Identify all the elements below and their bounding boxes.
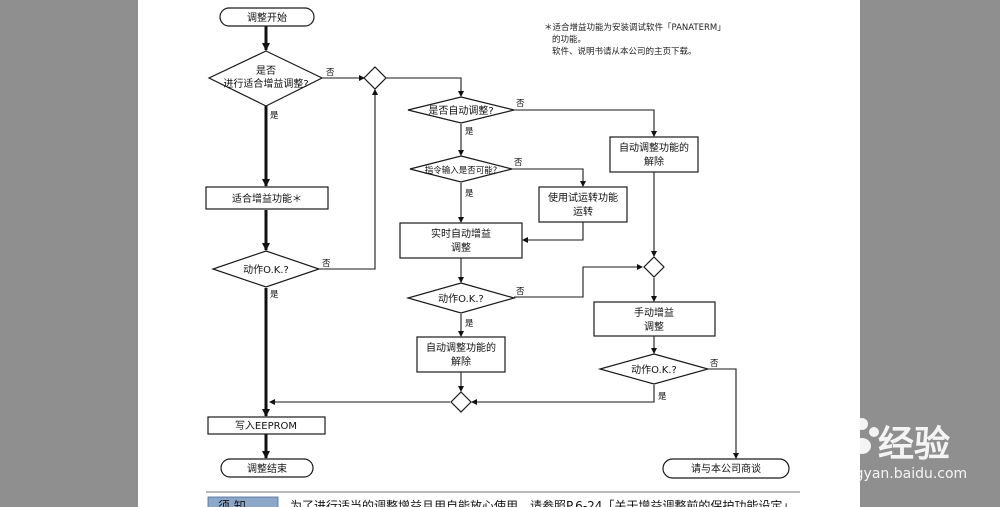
footer-tag-box [207,496,279,507]
node-merge1 [363,66,387,90]
svg-text:调整结束: 调整结束 [247,462,287,475]
node-adaptive-gain: 适合增益功能＊ [205,186,329,210]
note-line-3: 软件、说明书请从本公司的主页下载。 [552,46,697,57]
node-q-ok2: 动作O.K.? [405,282,517,314]
svg-text:动作O.K.?: 动作O.K.? [243,264,289,276]
svg-text:写入EEPROM: 写入EEPROM [235,420,297,432]
label-yes: 是 [270,290,279,300]
node-q-cmd: 指令输入是否可能? [409,155,513,183]
viewer-left-margin [0,0,138,507]
svg-text:动作O.K.?: 动作O.K.? [631,364,677,376]
svg-text:是否自动调整?: 是否自动调整? [428,104,493,117]
svg-text:自动调整功能的: 自动调整功能的 [426,341,496,354]
svg-text:调整: 调整 [644,320,664,333]
svg-text:使用试运转功能: 使用试运转功能 [548,191,618,204]
footer-text: 为了进行适当的调整增益且用自能放心使用，请参照P.6-24「关于增益调整前的保护… [290,498,794,507]
svg-text:经验: 经验 [878,424,950,465]
node-q-auto: 是否自动调整? [407,96,515,124]
label-yes: 是 [465,189,474,199]
svg-text:动作O.K.?: 动作O.K.? [438,293,484,305]
label-no: 否 [514,158,523,168]
svg-text:自动调整功能的: 自动调整功能的 [619,141,689,154]
node-manual: 手动增益 调整 [593,301,716,337]
svg-text:进行适合增益调整?: 进行适合增益调整? [223,77,308,90]
svg-text:jingyan.baidu.com: jingyan.baidu.com [837,466,967,482]
label-no: 否 [322,259,331,269]
label-yes: 是 [465,127,474,137]
svg-text:调整开始: 调整开始 [247,11,287,24]
label-no: 否 [326,68,335,78]
edge-ok2-no [514,264,643,298]
label-no: 否 [516,99,525,109]
svg-text:是否: 是否 [256,65,276,77]
label-yes: 是 [465,319,474,329]
note-line-1: ＊适合增益功能为安装调试软件「PANATERM」 [544,22,726,33]
node-eeprom: 写入EEPROM [207,416,326,435]
svg-text:解除: 解除 [451,355,471,368]
node-end: 调整结束 [220,458,314,478]
label-no: 否 [710,359,719,369]
node-trial-run: 使用试运转功能 运转 [538,186,628,223]
baidu-watermark: Bai 经验 jingyan.baidu.com [770,418,967,482]
edge-ok3-no [708,368,739,459]
node-consult: 请与本公司商谈 [662,458,790,479]
svg-text:实时自动增益: 实时自动增益 [431,227,491,240]
node-q-ok1: 动作O.K.? [211,250,321,288]
node-start: 调整开始 [219,7,315,27]
svg-text:运转: 运转 [573,205,593,218]
node-q-adaptive: 是否 进行适合增益调整? [207,50,324,107]
svg-text:Bai: Bai [770,420,841,466]
node-auto-release1: 自动调整功能的 解除 [609,136,699,173]
edge-merge-to-q-auto [386,77,464,97]
edge-trial-to-realtime [522,222,584,243]
node-auto-release2: 自动调整功能的 解除 [416,336,506,373]
svg-text:调整: 调整 [451,241,471,254]
label-no: 否 [516,287,525,297]
footer-tag: 须 知 [218,499,246,507]
svg-text:指令输入是否可能?: 指令输入是否可能? [425,165,498,176]
note-line-2: 的功能。 [552,34,586,45]
viewer-right-margin [860,0,1000,507]
node-merge2 [643,256,665,278]
svg-text:请与本公司商谈: 请与本公司商谈 [691,462,761,475]
edge-q-cmd-no [512,168,586,187]
edge-ok1-no [319,89,378,270]
edge-q-auto-no [514,109,657,137]
svg-text:手动增益: 手动增益 [634,306,674,319]
label-yes: 是 [658,392,667,402]
paw-icon [845,418,879,454]
node-realtime: 实时自动增益 调整 [399,222,523,259]
edge-ok3-yes [471,385,655,405]
svg-text:适合增益功能＊: 适合增益功能＊ [232,192,302,205]
svg-text:解除: 解除 [644,155,664,168]
node-merge3 [450,391,472,413]
node-q-ok3: 动作O.K.? [597,353,711,385]
label-yes: 是 [270,111,279,121]
